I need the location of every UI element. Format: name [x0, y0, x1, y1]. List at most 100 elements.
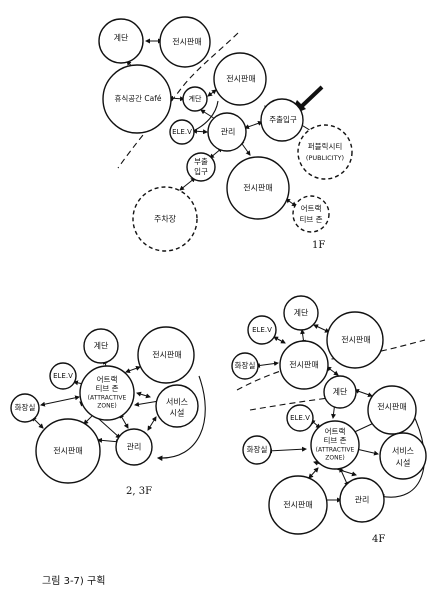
label-stairs2-1f: 계단 [189, 94, 202, 103]
label-display-bottom-23f: 전시판매 [53, 446, 82, 456]
edge-1f [244, 120, 263, 130]
edge-1f [207, 89, 217, 97]
node-service-23f [155, 384, 199, 428]
node-stairs-4f [323, 375, 357, 409]
edge-23f [147, 416, 157, 431]
label-zone-4f-l1: 어트랙 [325, 426, 346, 436]
label-zone-4f-l2: 티브 존 [323, 436, 346, 445]
label-zone-4f-l3: (ATTRACTIVE [316, 447, 355, 454]
label-admin-23f: 관리 [127, 442, 142, 452]
label-service-23f-l2: 시설 [170, 408, 185, 418]
node-admin-4f [339, 477, 385, 523]
floor-1f: 계단 전시판매 휴식공간 Café 계단 전시판매 ELE.V 관리 주출입구 … [98, 16, 353, 252]
label-publicity-1f: 퍼블릭시티 [308, 142, 343, 151]
node-restroom-top-4f [231, 352, 259, 380]
node-display-mid-4f [279, 340, 329, 390]
node-display-right-1f [213, 52, 267, 106]
label-attractive-1f: 어트랙 [301, 203, 322, 213]
label-main-entrance-1f: 주출입구 [269, 114, 297, 124]
label-elev-23f: ELE.V [53, 372, 73, 380]
label-publicity-en-1f: (PUBLICITY) [306, 154, 344, 162]
node-elev-4f [286, 404, 314, 432]
label-restroom-23f: 화장실 [15, 402, 36, 412]
label-stairs-4f: 계단 [333, 387, 348, 397]
curve-23f [156, 375, 206, 461]
curve-4f [378, 411, 425, 500]
label-display-top-1f: 전시판매 [172, 37, 201, 47]
label-display-mid-1f: 전시판매 [243, 183, 272, 193]
node-attractive-1f [292, 195, 330, 233]
edge-4f [267, 446, 307, 454]
edge-4f [354, 388, 373, 398]
label-restroom-top-4f: 화장실 [235, 360, 256, 370]
label-sub-entrance-1f-line2: 입구 [194, 167, 208, 176]
node-stairs-1f [98, 18, 144, 64]
node-sub-entrance-1f [186, 152, 216, 182]
node-cafe-1f [102, 64, 172, 134]
floor-4f: ELE.V 계단 전시판매 화장실 전시판매 계단 전시판매 ELE.V 어트랙… [231, 295, 427, 545]
edge-4f [313, 324, 330, 333]
node-zone-23f [79, 365, 135, 421]
label-zone-23f-l3: (ATTRACTIVE [88, 395, 127, 402]
label-elev-1f: ELE.V [172, 128, 192, 136]
label-service-4f-l1: 서비스 [392, 447, 414, 456]
label-zone-23f-l4: ZONE) [97, 403, 116, 410]
label-display-top-23f: 전시판매 [152, 350, 181, 360]
node-restroom-23f [10, 393, 40, 423]
edge-23f [125, 365, 141, 374]
node-service-4f [379, 432, 427, 480]
entrance-arrow [300, 85, 324, 108]
edge-4f [308, 467, 319, 479]
label-stairs-top-4f: 계단 [294, 308, 309, 318]
node-display-top-4f [326, 311, 384, 369]
floor-label-4f: 4F [372, 534, 385, 545]
label-attractive-1f-line2: 티브 존 [299, 215, 322, 224]
divider-4f-upper [236, 339, 426, 391]
node-stairs2-1f [182, 86, 208, 112]
node-main-entrance-1f [260, 98, 304, 142]
label-parking-1f: 주차장 [154, 214, 177, 224]
label-display-bottom-4f: 전시판매 [283, 500, 312, 510]
edge-1f [192, 128, 208, 135]
node-display-mid-1f [226, 156, 290, 220]
label-display-mid-4f: 전시판매 [289, 360, 318, 370]
label-elev-top-4f: ELE.V [252, 326, 272, 334]
edge-4f [273, 336, 286, 344]
node-elev-23f [49, 362, 77, 390]
label-admin-4f: 관리 [355, 495, 370, 505]
label-stairs-1f: 계단 [114, 33, 129, 43]
label-service-23f-l1: 서비스 [166, 398, 188, 407]
label-display-right-1f: 전시판매 [226, 74, 255, 84]
floor-label-1f: 1F [312, 240, 325, 251]
label-admin-1f: 관리 [221, 127, 236, 137]
node-display-bottom-4f [268, 475, 328, 535]
node-parking-1f [132, 186, 198, 252]
edge-23f [136, 391, 151, 399]
node-display-bottom-23f [35, 418, 101, 484]
node-admin-23f [115, 428, 153, 466]
edge-1f [179, 177, 196, 191]
node-elev-1f [169, 119, 195, 145]
node-restroom-4f [242, 435, 272, 465]
label-restroom-4f: 화장실 [247, 444, 268, 454]
label-sub-entrance-1f: 부출 [194, 156, 208, 166]
node-zone-4f [310, 420, 360, 470]
label-display-top-4f: 전시판매 [341, 335, 370, 345]
divider-1f [117, 32, 239, 169]
figure-caption: 그림 3-7) 구획 [42, 575, 105, 587]
node-stairs-23f [83, 328, 119, 364]
label-display-right-4f: 전시판매 [377, 402, 406, 412]
label-service-4f-l2: 시설 [396, 458, 411, 468]
node-display-top-23f [137, 326, 195, 384]
label-zone-23f-l2: 티브 존 [95, 384, 118, 393]
edge-23f [40, 395, 80, 407]
edge-4f [326, 366, 339, 376]
label-elev-4f: ELE.V [290, 414, 310, 422]
edge-4f [255, 361, 279, 368]
node-elev-top-4f [247, 315, 277, 345]
node-display-right-4f [367, 385, 417, 435]
label-cafe-1f: 휴식공간 Café [114, 93, 161, 103]
label-zone-4f-l4: ZONE) [325, 455, 344, 462]
node-display-top-1f [159, 16, 211, 68]
